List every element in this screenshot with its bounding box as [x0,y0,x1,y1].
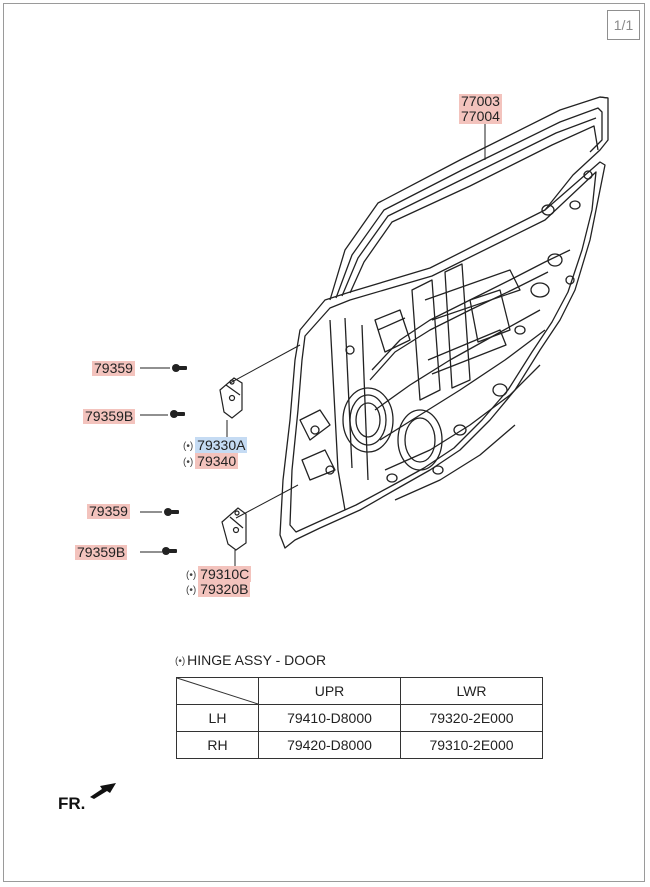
marker-icon: (•) [175,656,186,667]
callout-79330a[interactable]: 79330A [195,437,248,453]
marker-icon: (•) [186,570,197,581]
row-side-rh: RH [176,731,259,759]
legend-title-text: HINGE ASSY - DOOR [187,652,327,668]
front-direction-arrow-icon [90,783,116,799]
callout-79330a-row: (•)79330A [183,437,248,455]
hinge-assy-table: UPR LWR LH 79410-D8000 79320-2E000 RH 79… [176,677,543,759]
part-number-cell[interactable]: 79320-2E000 [400,704,543,732]
callout-79310c[interactable]: 79310C [198,566,252,582]
marker-icon: (•) [186,585,197,596]
callout-79359b-lower[interactable]: 79359B [75,544,128,560]
callout-79320b[interactable]: 79320B [198,581,251,597]
callout-79359-upper[interactable]: 79359 [92,360,135,376]
callout-79359b-upper[interactable]: 79359B [83,408,136,424]
callout-77004[interactable]: 77004 [459,108,502,124]
part-number-cell[interactable]: 79420-D8000 [258,731,401,759]
table-header-row: UPR LWR [176,677,543,705]
hinge-legend-title: (•)HINGE ASSY - DOOR [175,652,326,668]
column-header-upr: UPR [258,677,401,705]
diagram-frame [3,3,645,882]
table-row: LH 79410-D8000 79320-2E000 [176,704,543,732]
row-side-lh: LH [176,704,259,732]
callout-79310c-row: (•)79310C [186,566,252,584]
front-direction-label: FR. [58,794,86,813]
marker-icon: (•) [183,441,194,452]
callout-79340-row: (•)79340 [183,453,239,471]
part-number-cell[interactable]: 79310-2E000 [400,731,543,759]
callout-79340[interactable]: 79340 [195,453,239,469]
column-header-lwr: LWR [400,677,543,705]
callout-79320b-row: (•)79320B [186,581,251,599]
marker-icon: (•) [183,457,194,468]
table-corner-cell [176,677,259,705]
callout-79359-lower[interactable]: 79359 [87,503,130,519]
page-indicator[interactable]: 1/1 [607,10,640,40]
table-row: RH 79420-D8000 79310-2E000 [176,731,543,759]
callout-77003[interactable]: 77003 [459,93,502,109]
part-number-cell[interactable]: 79410-D8000 [258,704,401,732]
